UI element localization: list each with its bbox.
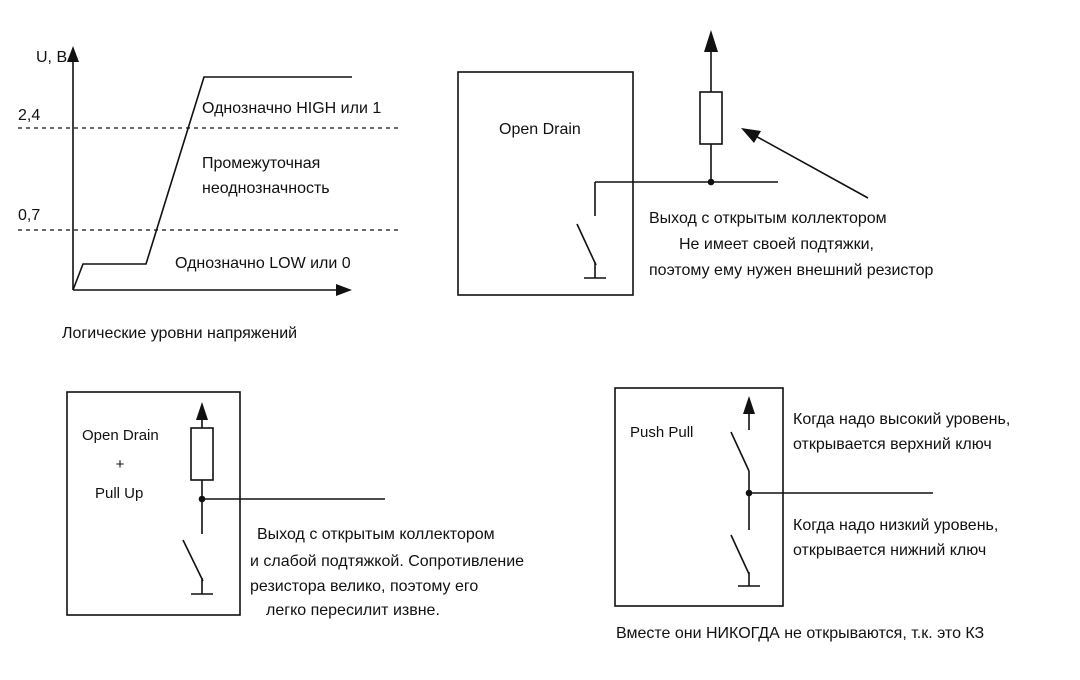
open-drain-note-2: поэтому ему нужен внешний резистор <box>649 262 933 279</box>
level-high-label: 2,4 <box>18 107 40 124</box>
pullup-panel <box>66 391 385 616</box>
push-pull-footer: Вместе они НИКОГДА не открываются, т.к. … <box>616 625 984 642</box>
pointer-line <box>751 133 869 199</box>
open-drain-note-title: Выход с открытым коллектором <box>649 210 887 227</box>
pullup-title-1: Open Drain <box>82 427 159 444</box>
push-pull-title: Push Pull <box>630 424 693 441</box>
push-pull-high-2: открывается верхний ключ <box>793 436 992 453</box>
push-pull-supply-arrow-icon <box>743 396 755 414</box>
push-pull-panel <box>614 387 933 607</box>
y-axis-label: U, В <box>36 49 67 66</box>
pullup-note-2: и слабой подтяжкой. Сопротивление <box>250 553 524 570</box>
external-resistor <box>699 91 723 145</box>
pullup-note-1: Выход с открытым коллектором <box>257 526 495 543</box>
pullup-note-4: легко пересилит извне. <box>266 602 440 619</box>
pullup-resistor <box>190 427 214 481</box>
pullup-box <box>66 391 241 616</box>
zone-high-label: Однозначно HIGH или 1 <box>202 100 381 117</box>
open-drain-panel <box>457 30 869 296</box>
push-pull-low-2: открывается нижний ключ <box>793 542 986 559</box>
zone-mid-label-1: Промежуточная <box>202 155 320 172</box>
voltage-levels-panel <box>18 46 398 296</box>
pullup-switch-blade <box>182 539 204 582</box>
open-drain-box <box>457 71 634 296</box>
zone-low-label: Однозначно LOW или 0 <box>175 255 351 272</box>
pullup-note-3: резистора велико, поэтому его <box>250 578 478 595</box>
zone-mid-label-2: неоднозначность <box>202 180 330 197</box>
pullup-title-2: Pull Up <box>95 485 143 502</box>
push-pull-high-1: Когда надо высокий уровень, <box>793 411 1010 428</box>
open-drain-note-1: Не имеет своей подтяжки, <box>679 236 874 253</box>
voltage-signal-curve <box>72 76 352 291</box>
upper-switch-blade <box>730 431 750 472</box>
y-axis-arrow-icon <box>67 46 79 62</box>
x-axis-arrow-icon <box>336 284 352 296</box>
switch-blade <box>576 223 597 266</box>
pointer-arrow-icon <box>741 128 761 143</box>
pullup-title-plus: + <box>116 456 125 473</box>
lower-switch-blade <box>730 534 750 575</box>
pullup-supply-arrow-icon <box>196 402 208 420</box>
voltage-caption: Логические уровни напряжений <box>62 325 297 342</box>
push-pull-low-1: Когда надо низкий уровень, <box>793 517 998 534</box>
supply-arrow-icon <box>704 30 718 52</box>
push-pull-box <box>614 387 784 607</box>
open-drain-title: Open Drain <box>499 121 581 138</box>
level-low-label: 0,7 <box>18 207 40 224</box>
